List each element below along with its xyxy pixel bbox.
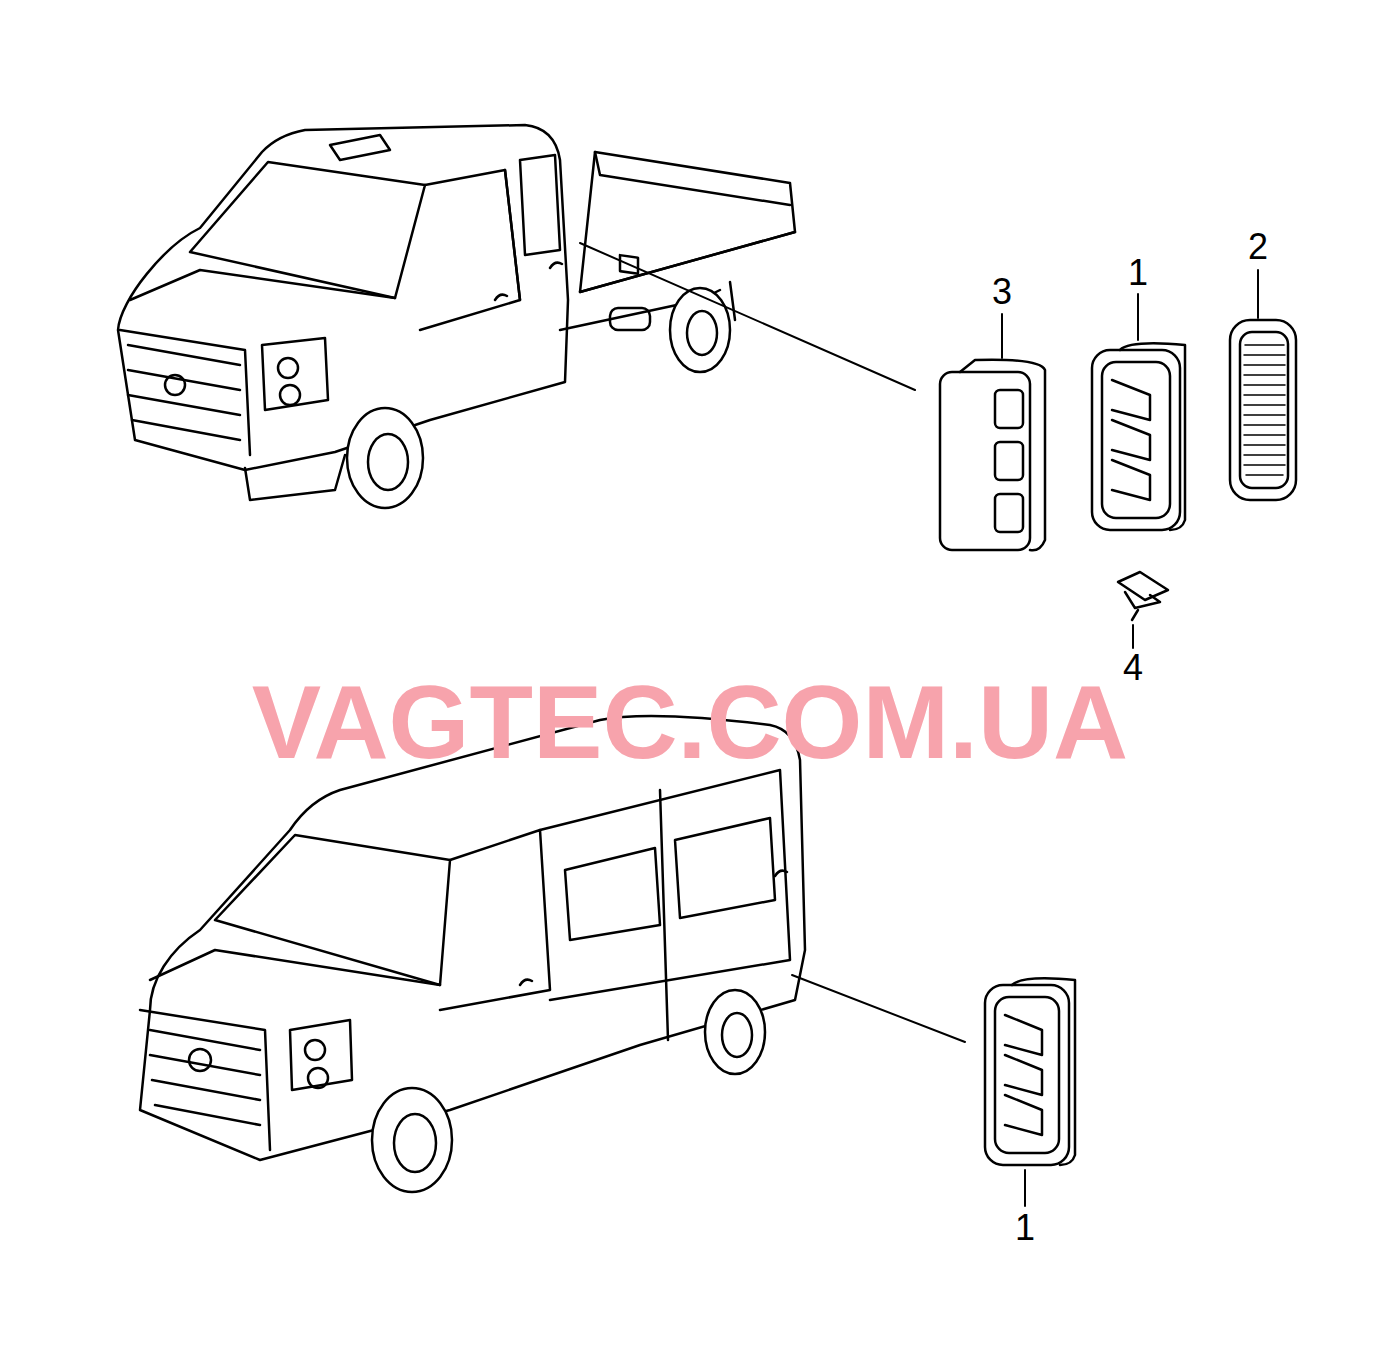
callout-number: 3: [992, 274, 1012, 310]
vent-part-1: [1092, 343, 1185, 530]
callout-number: 1: [1128, 255, 1148, 291]
grille-part-2: [1230, 320, 1296, 500]
watermark: VAGTEC.COM.UA: [252, 670, 1128, 774]
vent-part-1: [985, 978, 1075, 1165]
clip-part-4: [1118, 572, 1168, 620]
pickup-truck: [118, 125, 795, 508]
callout-number: 2: [1248, 229, 1268, 265]
callout-number: 1: [1015, 1210, 1035, 1246]
leader-line: [792, 975, 965, 1042]
leader-line: [580, 243, 915, 390]
van: [140, 716, 805, 1192]
vent-part-3: [940, 360, 1045, 551]
